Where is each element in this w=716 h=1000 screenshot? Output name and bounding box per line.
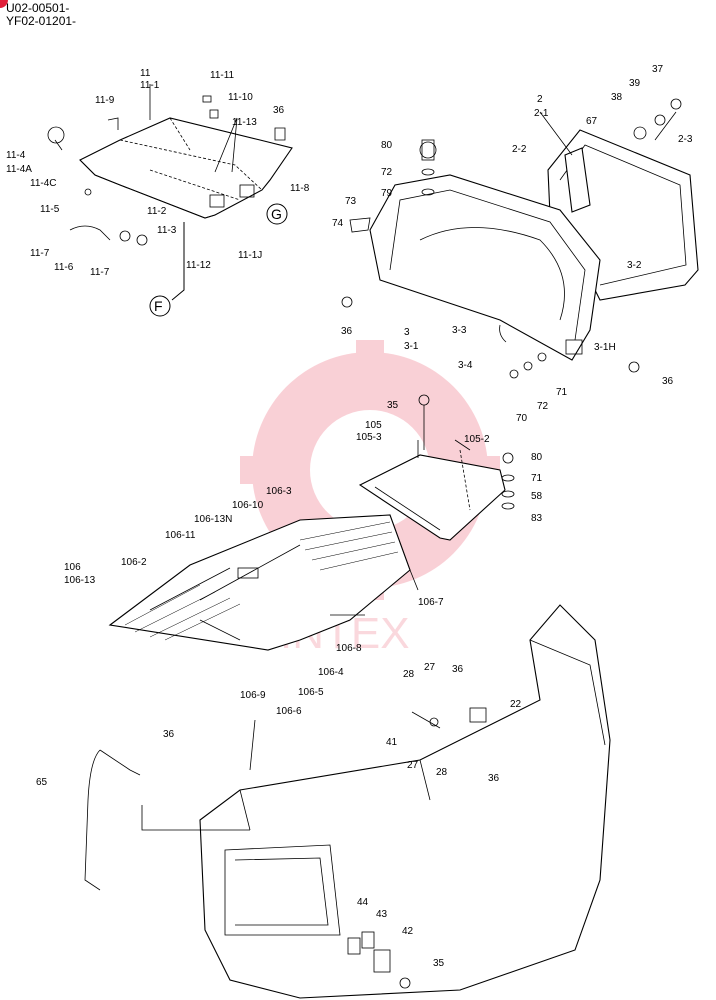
label-71-lower: 71 [531,473,543,484]
leader-lines [141,84,677,831]
label-106-13n: 106-13N [194,514,232,525]
label-67: 67 [586,116,598,127]
label-36-mid-right: 36 [662,376,674,387]
label-80-mid: 80 [531,452,543,463]
label-11-9: 11-9 [95,95,115,106]
label-11-1j: 11-1J [238,250,262,261]
label-3-3: 3-3 [452,325,467,336]
corner-badge [0,0,8,8]
label-11-2: 11-2 [147,206,167,217]
label-3-4: 3-4 [458,360,473,371]
label-36-hood: 36 [488,773,500,784]
label-79: 79 [381,188,393,199]
label-65: 65 [36,777,48,788]
label-11-4a: 11-4A [6,164,32,175]
label-58: 58 [531,491,543,502]
label-105: 105 [365,420,382,431]
label-2-3: 2-3 [678,134,693,145]
label-72-top: 72 [381,167,393,178]
label-43: 43 [376,909,388,920]
label-27-upper: 27 [424,662,436,673]
callout-circle-g [266,203,288,225]
label-74: 74 [332,218,344,229]
label-11-13: 11-13 [232,117,257,128]
hood-assembly [84,604,611,999]
label-11-1: 11-1 [140,80,160,91]
label-35-mid: 35 [387,400,399,411]
label-105-2: 105-2 [464,434,490,445]
label-28-lower: 28 [436,767,448,778]
label-35-bottom: 35 [433,958,445,969]
label-106-13: 106-13 [64,575,96,586]
label-11-11: 11-11 [210,70,235,81]
cover-assembly-11 [47,95,293,301]
callout-label-g: G [271,206,282,222]
label-39: 39 [629,78,641,89]
label-106-11: 106-11 [165,530,196,541]
label-42: 42 [402,926,414,937]
label-106: 106 [64,562,81,573]
label-106-8: 106-8 [336,643,362,654]
label-106-2: 106-2 [121,557,147,568]
label-105-3: 105-3 [356,432,382,443]
label-11-4: 11-4 [6,150,26,161]
label-11-5: 11-5 [40,204,60,215]
frame-assembly-3 [341,139,640,379]
label-106-5: 106-5 [298,687,324,698]
label-11-4c: 11-4C [30,178,57,189]
label-3: 3 [404,327,410,338]
callout-label-f: F [154,298,163,314]
label-41: 41 [386,737,398,748]
label-2-1: 2-1 [534,108,549,119]
label-2: 2 [537,94,543,105]
label-11-7-left: 11-7 [30,248,50,259]
label-11-3: 11-3 [157,225,177,236]
label-3-1h: 3-1H [594,342,616,353]
label-11-8: 11-8 [290,183,310,194]
label-106-10: 106-10 [232,500,264,511]
label-83: 83 [531,513,543,524]
label-11-12: 11-12 [186,260,211,271]
label-106-9: 106-9 [240,690,266,701]
label-11-7-right: 11-7 [90,267,110,278]
label-80-top: 80 [381,140,393,151]
label-106-4: 106-4 [318,667,344,678]
label-106-6: 106-6 [276,706,302,717]
floor-assembly-106 [108,514,419,651]
label-28-upper: 28 [403,669,415,680]
label-11: 11 [140,68,151,79]
label-2-2: 2-2 [512,144,527,155]
label-36-mid-left: 36 [341,326,353,337]
label-22: 22 [510,699,522,710]
label-38: 38 [611,92,623,103]
label-106-7: 106-7 [418,597,444,608]
label-11-6: 11-6 [54,262,74,273]
serial-range-1: U02-00501- [6,1,70,15]
callout-circle-f [149,295,171,317]
label-3-2: 3-2 [627,260,642,271]
label-36-top-left: 36 [273,105,285,116]
label-106-3: 106-3 [266,486,292,497]
label-73: 73 [345,196,357,207]
label-72-mid: 72 [537,401,549,412]
label-70: 70 [516,413,528,424]
label-37: 37 [652,64,664,75]
serial-range-2: YF02-01201- [6,14,77,28]
label-36-rail: 36 [163,729,175,740]
label-11-10: 11-10 [228,92,253,103]
label-27-lower: 27 [407,760,419,771]
label-3-1: 3-1 [404,341,419,352]
part-number-labels: 11 11-1 11-11 11-10 11-9 11-13 36 11-4 1… [6,64,693,969]
plate-assembly-105 [358,394,515,541]
label-71-mid: 71 [556,387,568,398]
label-44: 44 [357,897,369,908]
label-36-hinge: 36 [452,664,464,675]
